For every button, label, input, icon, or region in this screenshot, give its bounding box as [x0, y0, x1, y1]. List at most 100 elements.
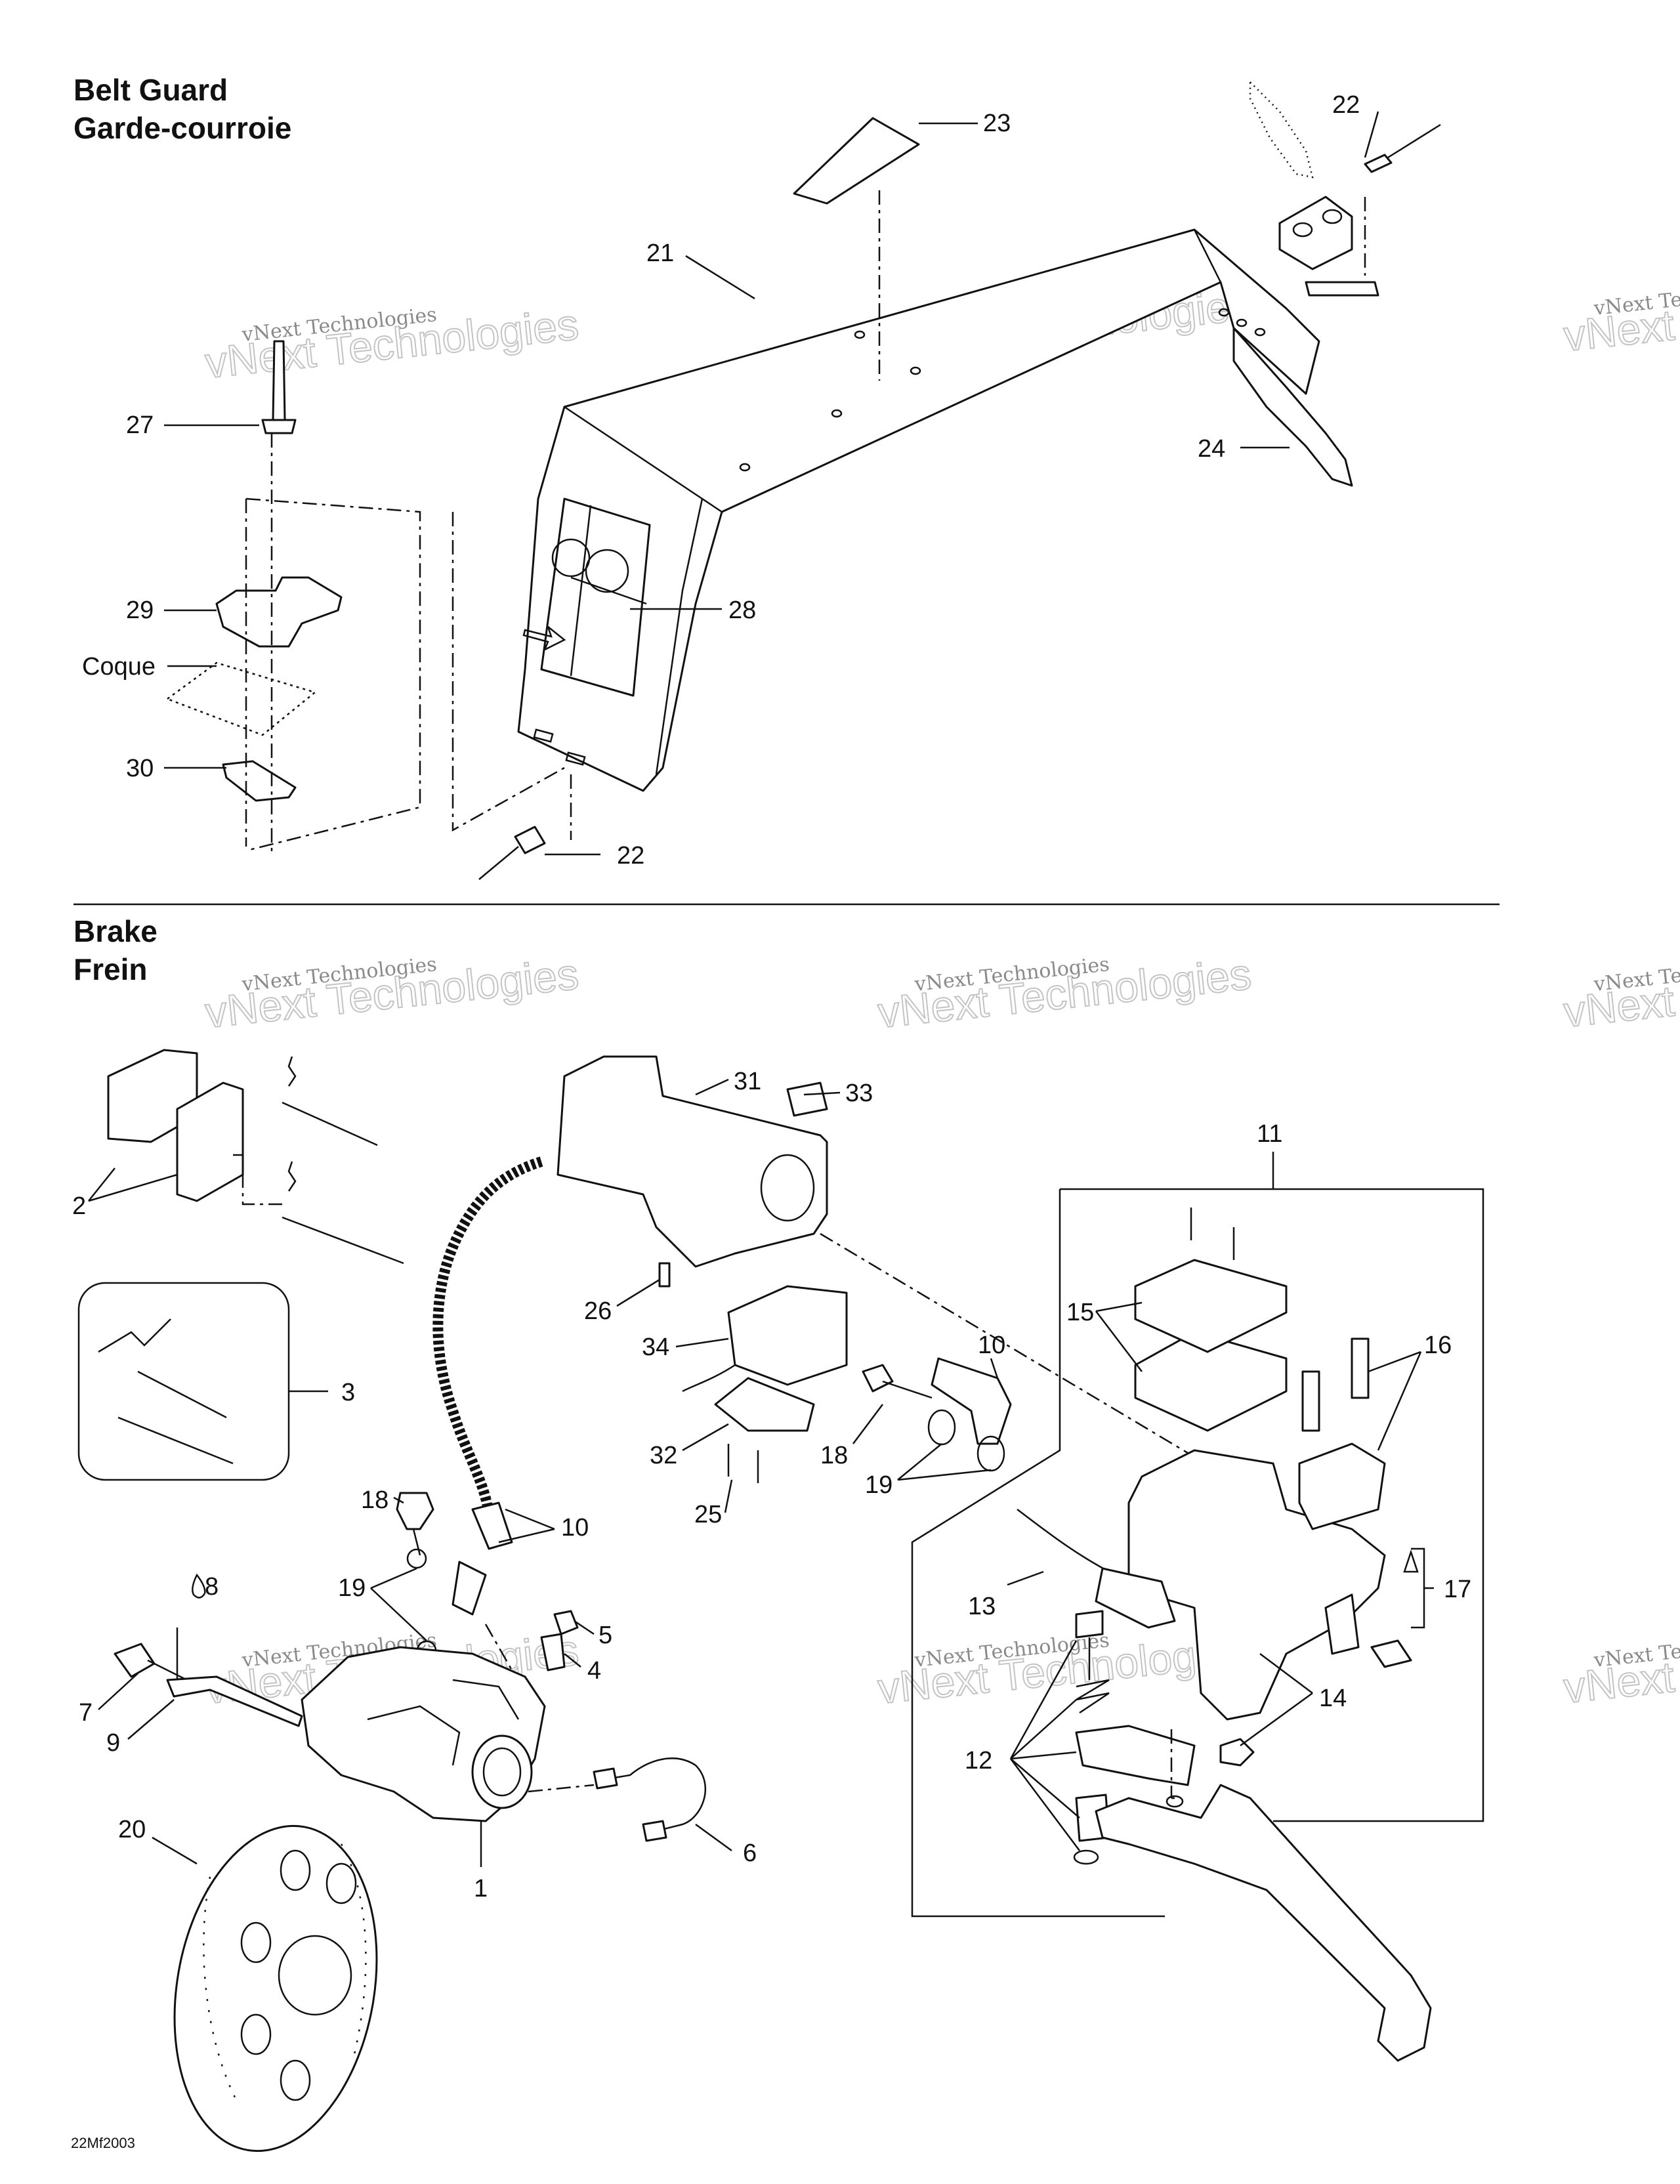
leader-6 [695, 1823, 732, 1852]
belt-guard-title: Belt Guard Garde-courroie [74, 71, 291, 147]
rivet-pin [1387, 123, 1441, 159]
disc-hub [278, 1935, 352, 2016]
brake-disc [173, 1824, 378, 2152]
leader-5 [574, 1620, 595, 1635]
switch-bracket [714, 1377, 815, 1432]
brake-callouts: 31 33 11 2 26 15 16 34 10 3 32 18 19 25 … [72, 1068, 1471, 1902]
leader-21 [685, 255, 755, 300]
watermark-line2: vNext Technologies [1561, 949, 1680, 1036]
disc-hole [280, 1849, 311, 1891]
loctite-drop [192, 1573, 206, 1599]
spring-clip [287, 1056, 297, 1087]
banjo-bolt [862, 1364, 894, 1393]
callout-label: 16 [1424, 1332, 1452, 1359]
rivet-pin [478, 846, 519, 880]
leader-19-right-b [897, 1469, 992, 1481]
clamp-screw [1351, 1337, 1370, 1399]
handlebar-clamp [1298, 1442, 1386, 1530]
belt-guard-drawing [165, 79, 1441, 880]
kit-pin [137, 1370, 227, 1419]
watermark-line2: vNext Technologies [1561, 273, 1680, 360]
leader-32 [682, 1423, 729, 1452]
brake-title: Brake Frein [74, 912, 158, 988]
banjo-fitting [931, 1357, 1012, 1445]
leader-10-lower-a [505, 1508, 555, 1530]
brake-switch-plunger [1095, 1567, 1176, 1629]
watermark: vNext Technologies vNext Technologies [202, 949, 581, 1038]
callout-label: 34 [642, 1334, 669, 1361]
guide-line [452, 512, 565, 832]
callout-label: 6 [743, 1839, 757, 1867]
disc-hole [326, 1862, 357, 1904]
belt-guard-callouts: 23 22 21 27 24 29 28 Coque 30 22 [82, 91, 1360, 870]
disc-vent-pattern [203, 1876, 238, 2101]
leader-12c [1010, 1751, 1077, 1760]
label-pulley-icon [585, 549, 629, 593]
callout-label: 19 [338, 1574, 366, 1602]
leader-12e [1010, 1758, 1080, 1851]
leader-9 [127, 1699, 175, 1740]
rivet-27-head [261, 419, 297, 434]
callout-label: 19 [865, 1471, 892, 1499]
body-slot [565, 751, 586, 766]
cover-bore [760, 1154, 815, 1222]
banjo-fitting [452, 1561, 487, 1616]
leader-12d [1010, 1758, 1080, 1818]
clip [1305, 281, 1379, 297]
callout-label: 4 [587, 1657, 601, 1685]
callout-label: 29 [126, 597, 154, 624]
leader-12b [1010, 1699, 1077, 1759]
leader-34 [675, 1337, 729, 1348]
belt-guard-title-fr: Garde-courroie [74, 111, 292, 145]
leader-14a [1259, 1653, 1313, 1694]
guide-line [233, 1154, 282, 1206]
callout-label: 14 [1319, 1685, 1347, 1712]
brake-line-fitting [642, 1820, 667, 1842]
belt-guard-rear-edge [1193, 229, 1222, 283]
washer [406, 1548, 427, 1569]
plate-30 [222, 760, 297, 802]
up-arrow-icon [1403, 1549, 1419, 1573]
banjo-bolt [396, 1492, 434, 1530]
master-cylinder-cover [556, 1055, 828, 1268]
leader-10-lower-b [498, 1528, 555, 1544]
callout-label: 18 [361, 1486, 388, 1514]
dust-boot [1324, 1593, 1360, 1655]
leader-18-left [393, 1496, 404, 1504]
kit-pin [117, 1416, 234, 1465]
callout-label: 12 [965, 1747, 992, 1774]
leader-33 [803, 1091, 841, 1096]
watermark: vNext Technologies vNext Technologies [1561, 1624, 1680, 1713]
guide-line [484, 1624, 513, 1671]
callout-label: 11 [1257, 1120, 1282, 1148]
leader-12a [1009, 1640, 1078, 1759]
callout-label: 26 [584, 1297, 612, 1325]
pad-pin [282, 1216, 404, 1265]
leader-10-upper [990, 1358, 999, 1379]
reservoir-cap [1134, 1259, 1288, 1353]
callout-label: 3 [341, 1379, 355, 1406]
leader-18-right [852, 1404, 883, 1444]
rivet [514, 826, 546, 854]
callout-label: 20 [118, 1816, 146, 1843]
brake-drawing [77, 1049, 1484, 2152]
screw-26 [658, 1262, 671, 1288]
bleeder-screw [540, 1633, 566, 1671]
callout-label: 8 [205, 1573, 219, 1601]
bleeder-cap [553, 1610, 579, 1635]
leader-19-left-a [370, 1567, 417, 1589]
pad-pin [282, 1101, 378, 1146]
callout-label: 1 [474, 1875, 488, 1902]
brake-line-fitting [593, 1767, 618, 1790]
decal-33 [786, 1082, 828, 1117]
callout-label: 17 [1444, 1576, 1471, 1603]
callout-label: 5 [598, 1622, 612, 1649]
bolt-thread [412, 1528, 421, 1556]
lock-nut [1219, 1738, 1255, 1767]
lever-pivot-hole [1166, 1795, 1184, 1808]
guide-line [820, 1232, 1195, 1458]
leader-16a [1368, 1351, 1421, 1373]
bracket-17 [1411, 1547, 1425, 1629]
bolt-shank [147, 1659, 188, 1681]
